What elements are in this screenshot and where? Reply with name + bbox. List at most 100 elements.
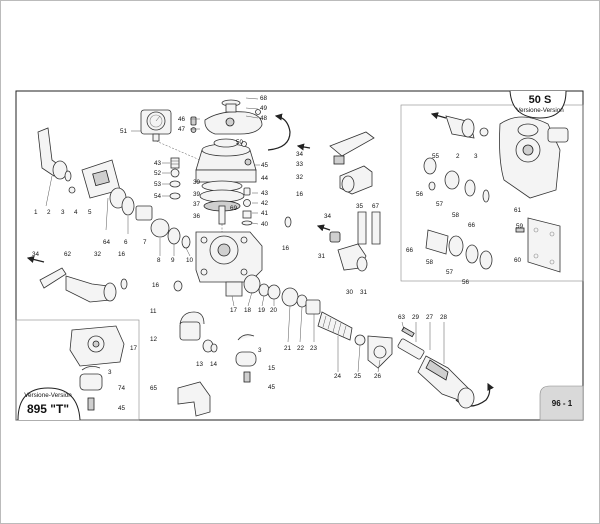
label-9: 9 — [171, 257, 175, 264]
label-3-a: 3 — [61, 209, 65, 216]
model-badge-text: 50 S — [529, 94, 552, 106]
inset-50s-parts — [423, 112, 569, 273]
manometer-group — [140, 109, 201, 161]
label-4: 4 — [74, 209, 78, 216]
label-3-c: 3 — [474, 153, 478, 160]
label-19: 19 — [258, 307, 266, 314]
pump-head — [195, 231, 263, 297]
label-1: 1 — [34, 209, 38, 216]
label-16-a: 16 — [296, 191, 304, 198]
label-37: 37 — [193, 201, 201, 208]
label-34-b: 34 — [324, 213, 332, 220]
label-28: 28 — [440, 314, 448, 321]
label-66-a: 66 — [468, 222, 476, 229]
label-27: 27 — [426, 314, 434, 321]
label-26: 26 — [374, 373, 382, 380]
ring-stack-left — [109, 187, 191, 249]
label-54: 54 — [154, 193, 162, 200]
label-53: 53 — [154, 181, 162, 188]
bracket-35-67 — [357, 211, 381, 245]
label-50: 50 — [236, 139, 244, 146]
label-2-b: 2 — [456, 153, 460, 160]
label-40: 40 — [261, 221, 269, 228]
label-34-a: 34 — [296, 151, 304, 158]
label-21: 21 — [284, 345, 292, 352]
filter-bracket — [68, 159, 121, 199]
label-32-a: 32 — [296, 174, 304, 181]
label-69: 69 — [230, 205, 238, 212]
piston-assembly — [243, 274, 393, 369]
label-31-b: 31 — [360, 289, 368, 296]
label-18: 18 — [244, 307, 252, 314]
inset-badge-subtext: Versione-Version — [24, 392, 72, 399]
model-badge-895t: Versione-Version 895 "T" — [17, 387, 81, 421]
label-51: 51 — [120, 128, 128, 135]
label-59: 59 — [516, 223, 524, 230]
model-badge-50s: 50 S Versione-Version — [509, 90, 567, 119]
label-65: 65 — [150, 385, 158, 392]
label-66-b: 66 — [406, 247, 414, 254]
diaphragm-stack — [199, 180, 245, 232]
drain-pipe-left — [26, 255, 128, 303]
valve-body — [195, 138, 257, 183]
label-44: 44 — [261, 175, 269, 182]
spring-stack — [169, 157, 181, 200]
label-16-b: 16 — [282, 245, 290, 252]
label-20: 20 — [270, 307, 278, 314]
label-45-b: 45 — [268, 384, 276, 391]
model-badge-subtext: Versione-Version — [516, 107, 564, 114]
inset-badge-text: 895 "T" — [27, 402, 69, 416]
label-3-b: 3 — [258, 347, 262, 354]
label-56-b: 56 — [462, 279, 470, 286]
rotation-arrow-top — [267, 113, 291, 151]
label-25: 25 — [354, 373, 362, 380]
label-31-a: 31 — [318, 253, 326, 260]
label-60: 60 — [514, 257, 522, 264]
label-58-b: 58 — [426, 259, 434, 266]
label-24: 24 — [334, 373, 342, 380]
label-22: 22 — [297, 345, 305, 352]
label-48: 48 — [260, 115, 268, 122]
page-number-tab: 96 - 1 — [539, 385, 584, 421]
label-5: 5 — [88, 209, 92, 216]
label-62: 62 — [64, 251, 72, 258]
label-35: 35 — [356, 203, 364, 210]
label-49: 49 — [260, 105, 268, 112]
label-10: 10 — [186, 257, 194, 264]
part-labels: 68 49 48 46 47 51 50 45 43 52 53 54 39 4… — [32, 95, 524, 412]
label-55: 55 — [432, 153, 440, 160]
label-57-b: 57 — [446, 269, 454, 276]
label-33: 33 — [296, 161, 304, 168]
inset-50s-frame — [400, 104, 584, 282]
valve-handle-group — [204, 99, 263, 135]
label-2-a: 2 — [47, 209, 51, 216]
label-47: 47 — [178, 126, 186, 133]
label-12: 12 — [150, 336, 158, 343]
page-number: 96 - 1 — [552, 399, 573, 408]
label-34-c: 34 — [32, 251, 40, 258]
label-15: 15 — [268, 365, 276, 372]
ring-16-lower — [173, 280, 183, 292]
label-41: 41 — [261, 210, 269, 217]
label-7: 7 — [143, 239, 147, 246]
label-43-right: 43 — [261, 190, 269, 197]
label-32-b: 32 — [94, 251, 102, 258]
label-8: 8 — [157, 257, 161, 264]
label-57-a: 57 — [436, 201, 444, 208]
label-17: 17 — [230, 307, 238, 314]
label-16-c: 16 — [118, 251, 126, 258]
elbow-65 — [177, 381, 211, 417]
label-43-left: 43 — [154, 160, 162, 167]
label-6: 6 — [124, 239, 128, 246]
label-39: 39 — [193, 179, 201, 186]
label-68: 68 — [260, 95, 268, 102]
label-58-a: 58 — [452, 212, 460, 219]
label-42: 42 — [261, 200, 269, 207]
outlet-tap-top — [284, 131, 375, 228]
label-64: 64 — [103, 239, 111, 246]
label-38: 39 — [193, 191, 201, 198]
inlet-elbow — [37, 127, 72, 182]
label-16-d: 16 — [152, 282, 160, 289]
